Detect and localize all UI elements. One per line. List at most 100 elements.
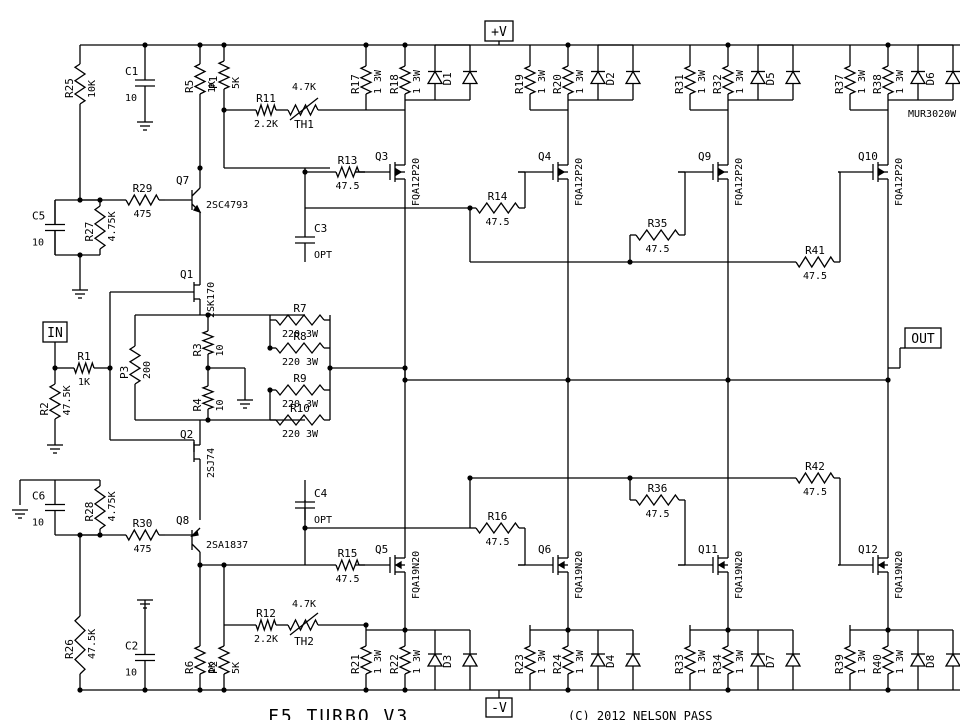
label-parts-r40-ref: R40 (871, 654, 884, 674)
resistor-r42 (795, 471, 835, 485)
label-parts-r25-ref: R25 (63, 78, 76, 98)
port-vplus: +V (484, 20, 514, 42)
resistor-r9 (275, 383, 325, 397)
label-parts-r42-val: 47.5 (803, 487, 827, 498)
label-parts-r22-val: 1 3W (412, 649, 423, 674)
label-parts-r10-ref: R10 (290, 402, 310, 415)
capacitor-c5 (45, 223, 65, 232)
label-parts-c3-ref: C3 (314, 222, 327, 235)
label-parts-r7-val: 220 3W (282, 329, 319, 340)
label-parts-r35-ref: R35 (648, 217, 668, 230)
label-parts-r4-val: 10 (215, 399, 226, 411)
resistor-r1 (73, 360, 95, 376)
label-parts-d6-ref: D6 (924, 72, 937, 85)
resistor-r26 (74, 615, 86, 675)
port-in-label: IN (47, 326, 63, 341)
resistor-r35 (635, 228, 680, 242)
label-parts-r3-val: 10 (215, 344, 226, 356)
label-parts-r32-ref: R32 (711, 74, 724, 94)
diode-d8 (909, 652, 927, 667)
schematic-title: F5 TURBO V3 (268, 706, 409, 720)
resistor-r27 (93, 205, 107, 250)
mosfet-q3 (389, 162, 405, 182)
resistor-r38 (881, 65, 895, 95)
label-parts-r41-val: 47.5 (803, 271, 827, 282)
resistor-r11 (255, 102, 277, 118)
label-parts-p3-ref: P3 (118, 366, 131, 379)
mosfet-q6 (552, 555, 568, 575)
label-parts-r5-ref: R5 (183, 80, 196, 93)
label-parts-r21-ref: R21 (349, 654, 362, 674)
label-parts-r14-ref: R14 (488, 190, 508, 203)
label-parts-r15-val: 47.5 (335, 574, 359, 585)
resistor-r40 (881, 645, 895, 675)
capacitor-c6 (45, 503, 65, 512)
label-parts-r33-ref: R33 (673, 654, 686, 674)
label-parts-r16-ref: R16 (488, 510, 508, 523)
label-parts-r17-ref: R17 (349, 74, 362, 94)
resistor-r31 (683, 65, 697, 95)
label-parts-r31-val: 1 3W (697, 69, 708, 94)
ground-r27 (72, 289, 88, 299)
resistor-r12 (255, 617, 277, 633)
label-parts-p1-val: 5K (231, 77, 242, 89)
diode-d3 (426, 652, 444, 667)
resistor-r5 (193, 63, 207, 95)
label-parts-q3-val: FQA12P20 (411, 158, 422, 206)
label-parts-r36-val: 47.5 (645, 509, 669, 520)
label-parts-r5-val: 1K (207, 81, 218, 93)
label-parts-r40-val: 1 3W (895, 649, 906, 674)
label-parts-r3-ref: R3 (191, 343, 204, 356)
mur-note: MUR3020W (908, 109, 957, 120)
label-parts-r23-ref: R23 (513, 654, 526, 674)
resistor-r28 (93, 485, 107, 530)
label-parts-r28-ref: R28 (83, 502, 96, 522)
port-out: OUT (904, 327, 942, 349)
label-parts-r21-val: 1 3W (373, 649, 384, 674)
label-parts-r41-ref: R41 (805, 244, 825, 257)
label-parts-c6-ref: C6 (32, 490, 45, 503)
label-parts-th2-ref: TH2 (294, 635, 314, 648)
resistor-r41 (795, 255, 835, 269)
diode-d6 (909, 70, 927, 85)
resistor-r33 (683, 645, 697, 675)
label-parts-c5-val: 10 (32, 238, 44, 249)
resistor-r21 (359, 645, 373, 675)
label-parts-r32-val: 1 3W (735, 69, 746, 94)
label-parts-r42-ref: R42 (805, 460, 825, 473)
label-parts-r10-val: 220 3W (282, 429, 319, 440)
label-parts-d7-ref: D7 (764, 655, 777, 668)
resistor-r7 (275, 313, 325, 327)
resistor-r19 (523, 65, 537, 95)
label-parts-q8-val: 2SA1837 (206, 540, 248, 551)
resistor-r20 (561, 65, 575, 95)
resistor-r17 (359, 65, 373, 95)
label-parts-r13-ref: R13 (338, 154, 358, 167)
label-parts-q12-val: FQA19N20 (894, 551, 905, 599)
label-parts-r19-ref: R19 (513, 74, 526, 94)
label-parts-p1-ref: P1 (207, 76, 220, 89)
label-parts-q4-ref: Q4 (538, 150, 552, 163)
label-parts-r14-val: 47.5 (485, 217, 509, 228)
bjt-q8 (190, 527, 201, 553)
resistor-r22 (398, 645, 412, 675)
label-parts-r1-ref: R1 (77, 350, 90, 363)
resistor-r15 (335, 558, 360, 572)
resistor-r16 (475, 521, 520, 535)
diode-d3_b (461, 652, 479, 667)
label-parts-th1-val: 4.7K (292, 82, 316, 93)
label-parts-q11-ref: Q11 (698, 543, 718, 556)
label-parts-r2-val: 47.5K (62, 385, 73, 415)
ground-bias (237, 399, 253, 409)
resistor-r32 (721, 65, 735, 95)
label-parts-d3-ref: D3 (441, 655, 454, 668)
label-parts-r1-val: 1K (78, 377, 90, 388)
label-parts-q1-ref: Q1 (180, 268, 193, 281)
label-parts-d2-ref: D2 (604, 72, 617, 85)
diode-d2_b (624, 70, 642, 85)
label-parts-c3-val: OPT (314, 250, 332, 261)
label-parts-r20-ref: R20 (551, 74, 564, 94)
mosfet-q10 (872, 162, 888, 182)
label-parts-c5-ref: C5 (32, 210, 45, 223)
